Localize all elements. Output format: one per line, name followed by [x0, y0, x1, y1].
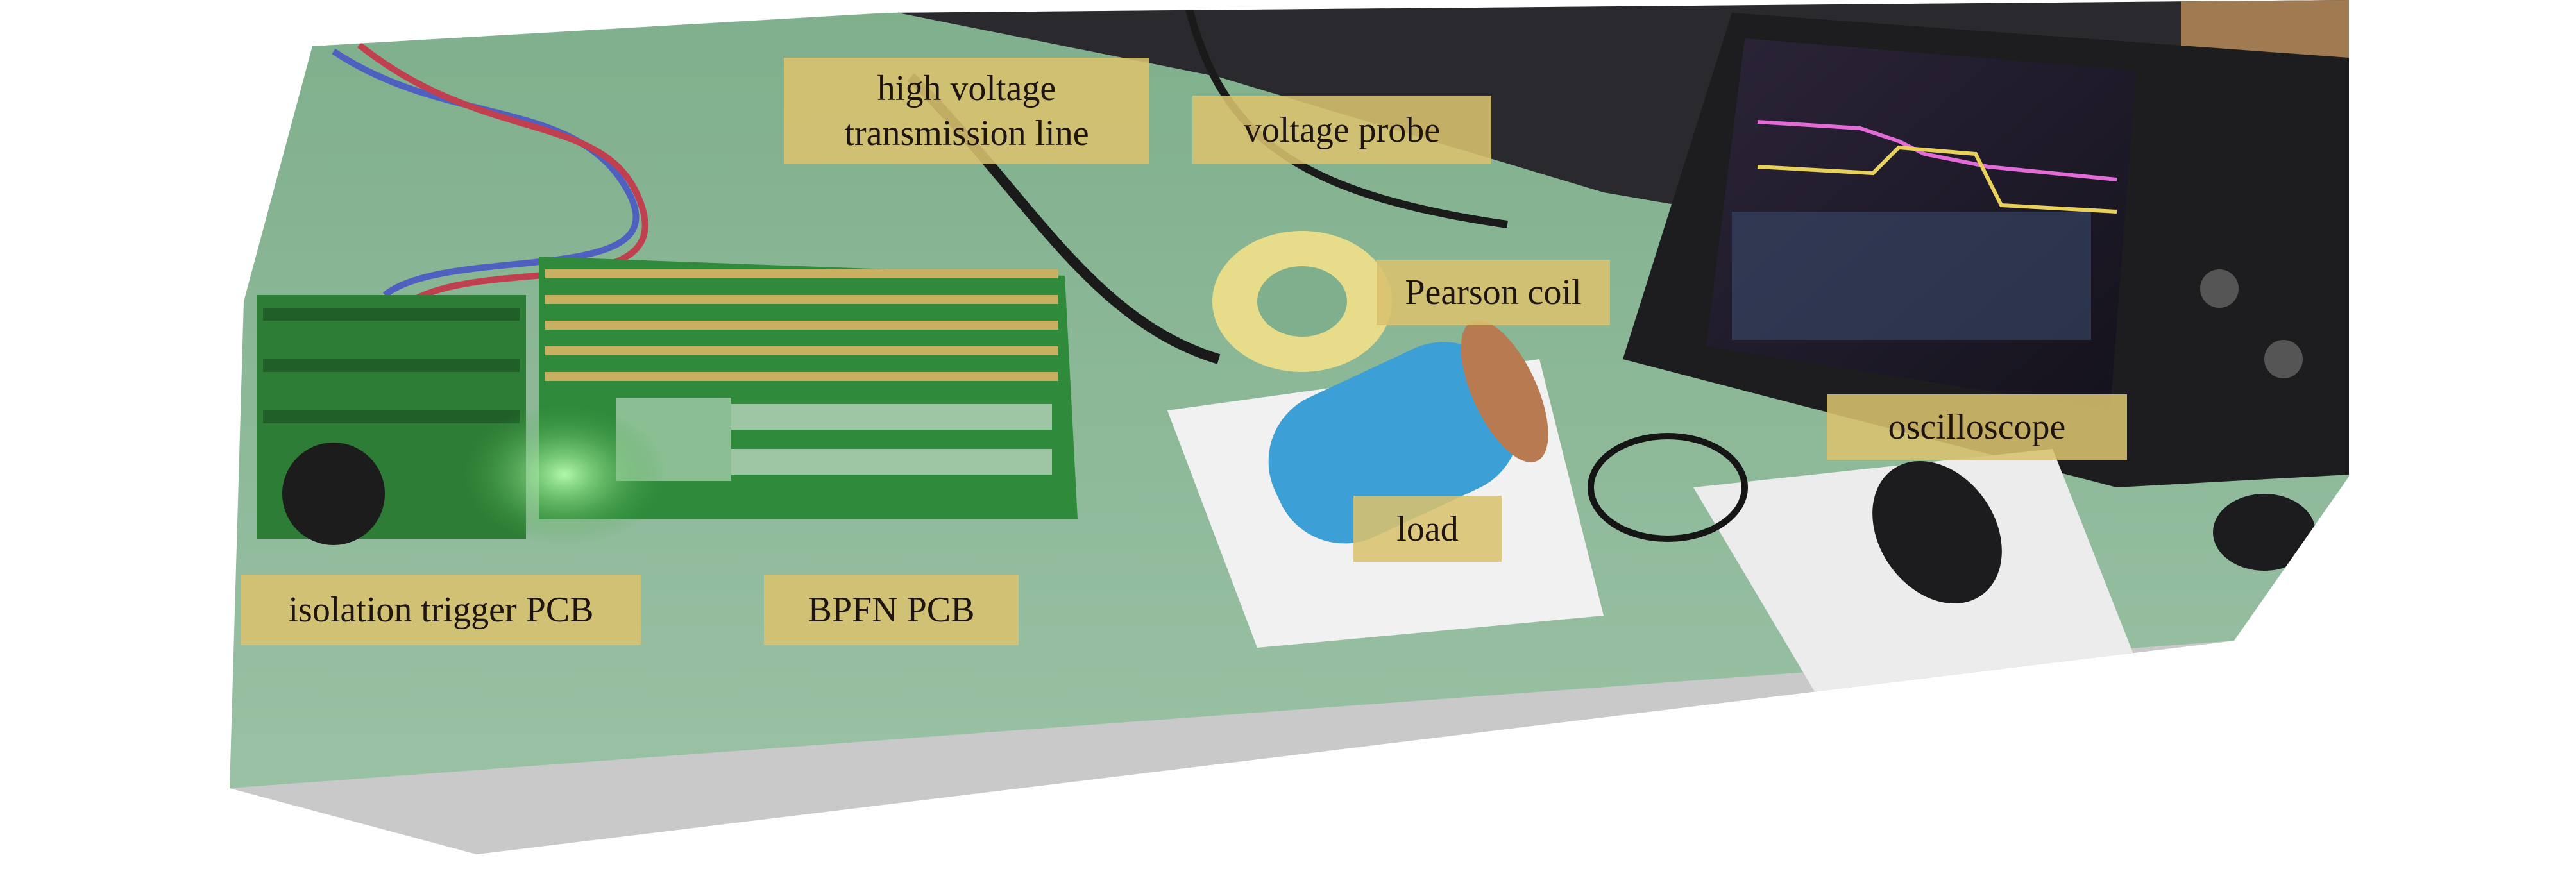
label-text: isolation trigger PCB — [288, 590, 594, 630]
label-voltage-probe: voltage probe — [1192, 96, 1491, 164]
label-text: Pearson coil — [1405, 273, 1582, 312]
load-cylinder — [1268, 320, 1548, 544]
wire — [357, 42, 648, 305]
bpfn-pcb-photo — [462, 257, 1078, 545]
label-text: high voltage — [877, 69, 1056, 108]
label-text: transmission line — [844, 114, 1089, 153]
label-pearson-coil: Pearson coil — [1377, 260, 1610, 325]
label-text: load — [1396, 509, 1459, 549]
label-high-voltage-transmission-line: high voltage transmission line — [784, 58, 1149, 164]
ferrite-ring — [2213, 494, 2316, 571]
label-oscilloscope: oscilloscope — [1827, 394, 2127, 460]
label-bpfn-pcb: BPFN PCB — [764, 575, 1019, 645]
mouse — [1872, 460, 2002, 604]
label-text: oscilloscope — [1888, 407, 2066, 447]
label-load: load — [1353, 496, 1502, 562]
label-isolation-trigger-pcb: isolation trigger PCB — [241, 575, 641, 645]
current-probe-cable — [1588, 433, 1748, 542]
table-edge — [230, 641, 2234, 854]
label-text: BPFN PCB — [808, 590, 975, 630]
oscilloscope-photo — [1623, 13, 2349, 487]
label-text: voltage probe — [1243, 110, 1441, 150]
